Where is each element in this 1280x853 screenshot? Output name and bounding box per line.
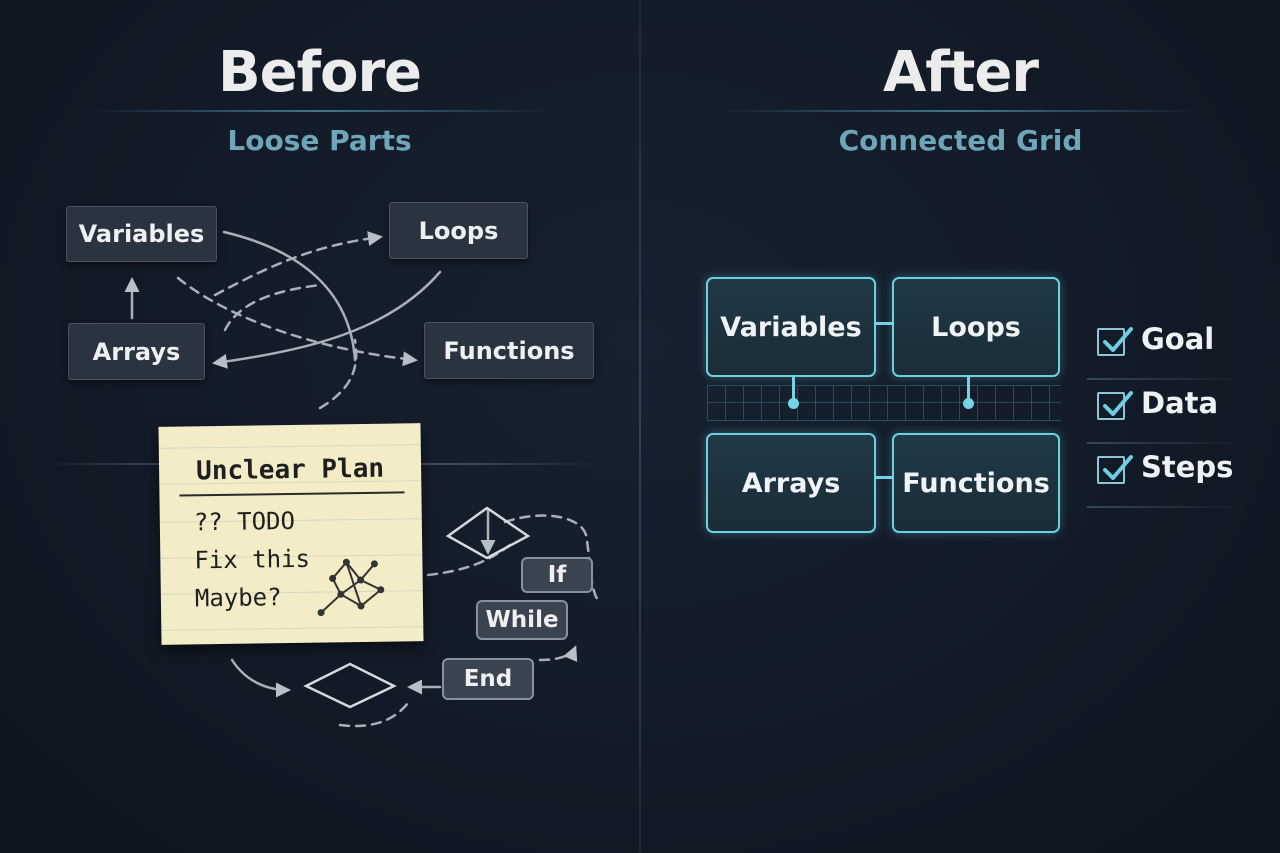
checklist-item-data: Data	[1087, 384, 1247, 444]
checkbox-checked-icon	[1097, 455, 1133, 484]
checkbox-checked-icon	[1097, 391, 1133, 420]
before-node-loops: Loops	[389, 202, 528, 259]
decision-diamond-top	[445, 506, 531, 560]
checklist-divider	[1087, 442, 1247, 444]
after-node-variables: Variables	[706, 277, 876, 377]
after-node-functions: Functions	[892, 433, 1060, 533]
before-node-functions: Functions	[424, 322, 594, 379]
before-subtitle: Loose Parts	[227, 124, 412, 157]
sticky-note: Unclear Plan ?? TODO Fix this Maybe?	[158, 423, 424, 645]
before-node-arrays: Arrays	[68, 323, 205, 380]
after-title: After	[882, 40, 1039, 105]
connection-grid	[707, 385, 1061, 421]
mini-node-if: If	[521, 557, 593, 593]
after-panel: After Connected Grid Variables Loops Arr…	[641, 0, 1280, 853]
checklist-label: Steps	[1141, 450, 1234, 484]
checklist-divider	[1087, 378, 1247, 380]
before-title: Before	[217, 40, 422, 105]
before-panel: Before Loose Parts V	[0, 0, 639, 853]
before-node-variables: Variables	[66, 206, 217, 262]
after-title-rule	[721, 110, 1201, 112]
panel-divider	[639, 0, 641, 853]
connector-loops-functions	[967, 376, 970, 404]
scribble-network-icon	[317, 558, 385, 617]
connector-dot	[963, 398, 974, 409]
connector-variables-loops	[875, 322, 895, 325]
checklist-item-steps: Steps	[1087, 448, 1247, 508]
after-node-loops: Loops	[892, 277, 1060, 377]
mini-node-while: While	[476, 600, 568, 640]
sticky-note-title: Unclear Plan	[195, 453, 385, 487]
sticky-note-line: ?? TODO	[193, 506, 296, 537]
checklist-label: Goal	[1141, 322, 1215, 356]
after-subtitle: Connected Grid	[838, 124, 1083, 157]
checkbox-checked-icon	[1097, 327, 1133, 356]
loose-connections	[124, 230, 600, 728]
sticky-note-underline	[179, 491, 405, 497]
decision-diamond-bottom	[303, 662, 397, 709]
checklist-item-goal: Goal	[1087, 320, 1247, 380]
connector-dot	[788, 398, 799, 409]
sticky-note-line: Fix this	[194, 544, 311, 575]
before-title-rule	[90, 110, 550, 112]
mini-node-end: End	[442, 658, 534, 700]
checklist-label: Data	[1141, 386, 1219, 420]
checklist-divider	[1087, 506, 1247, 508]
connector-variables-arrays	[792, 376, 795, 404]
connector-arrays-functions	[875, 476, 895, 479]
after-node-arrays: Arrays	[706, 433, 876, 533]
sticky-note-line: Maybe?	[194, 583, 282, 613]
